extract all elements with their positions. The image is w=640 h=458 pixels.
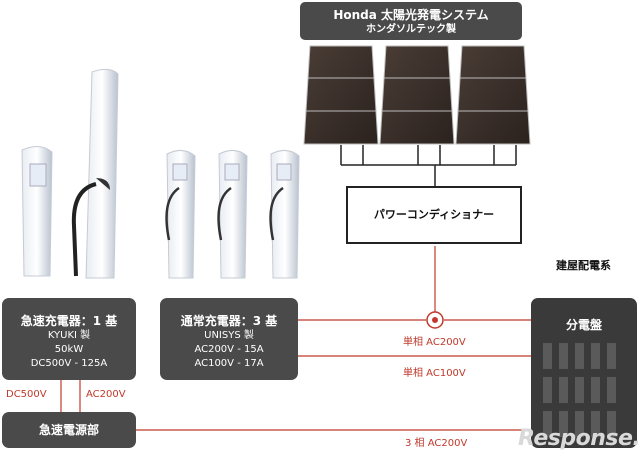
quick-charger-title: 急速充電器：1 基 bbox=[20, 314, 118, 328]
breaker-array-icon bbox=[543, 343, 616, 437]
distribution-board-label: 分電盤 bbox=[565, 318, 602, 332]
dc500-label: DC500V bbox=[6, 389, 47, 400]
normal-charger-ac100: AC100V - 17A bbox=[194, 358, 264, 369]
solar-panel-icon bbox=[303, 45, 379, 145]
watermark: Response. bbox=[518, 426, 640, 451]
quick-charger-rating: DC500V - 125A bbox=[30, 358, 108, 369]
solar-panel-icon bbox=[379, 45, 455, 145]
quick-charger-output: 50kW bbox=[54, 344, 84, 355]
solar-title-box: Honda 太陽光発電システム ホンダソルテック製 bbox=[300, 2, 522, 40]
single-ac200-label: 単相 AC200V bbox=[403, 337, 466, 348]
solar-panels bbox=[303, 45, 531, 145]
quick-charger-maker: KYUKI 製 bbox=[47, 330, 91, 341]
normal-charger-maker: UNISYS 製 bbox=[204, 330, 254, 341]
quick-power-unit-label: 急速電源部 bbox=[38, 423, 99, 437]
power-conditioner-box: パワーコンディショナー bbox=[346, 186, 522, 244]
normal-charger-title: 通常充電器：3 基 bbox=[180, 314, 278, 328]
quick-charger-box: 急速充電器：1 基 KYUKI 製 50kW DC500V - 125A bbox=[2, 298, 136, 380]
building-wiring-label: 建屋配電系 bbox=[556, 259, 611, 272]
solar-panel-icon bbox=[455, 45, 531, 145]
ac200-label: AC200V bbox=[86, 389, 126, 400]
solar-leads bbox=[340, 145, 517, 186]
distribution-board-box: 分電盤 bbox=[531, 298, 637, 448]
normal-charger-box: 通常充電器：3 基 UNISYS 製 AC200V - 15A AC100V -… bbox=[160, 298, 298, 380]
power-lines bbox=[60, 246, 531, 431]
three-ac200-label: 3 相 AC200V bbox=[405, 438, 468, 449]
quick-power-unit-box: 急速電源部 bbox=[2, 412, 136, 448]
single-ac100-label: 単相 AC100V bbox=[403, 368, 466, 379]
normal-charger-ac200: AC200V - 15A bbox=[194, 344, 264, 355]
solar-subtitle: ホンダソルテック製 bbox=[366, 24, 456, 35]
normal-chargers-icon bbox=[165, 150, 300, 279]
solar-title: Honda 太陽光発電システム bbox=[333, 8, 489, 22]
quick-charger-icon bbox=[21, 68, 119, 279]
power-conditioner-label: パワーコンディショナー bbox=[373, 208, 495, 221]
